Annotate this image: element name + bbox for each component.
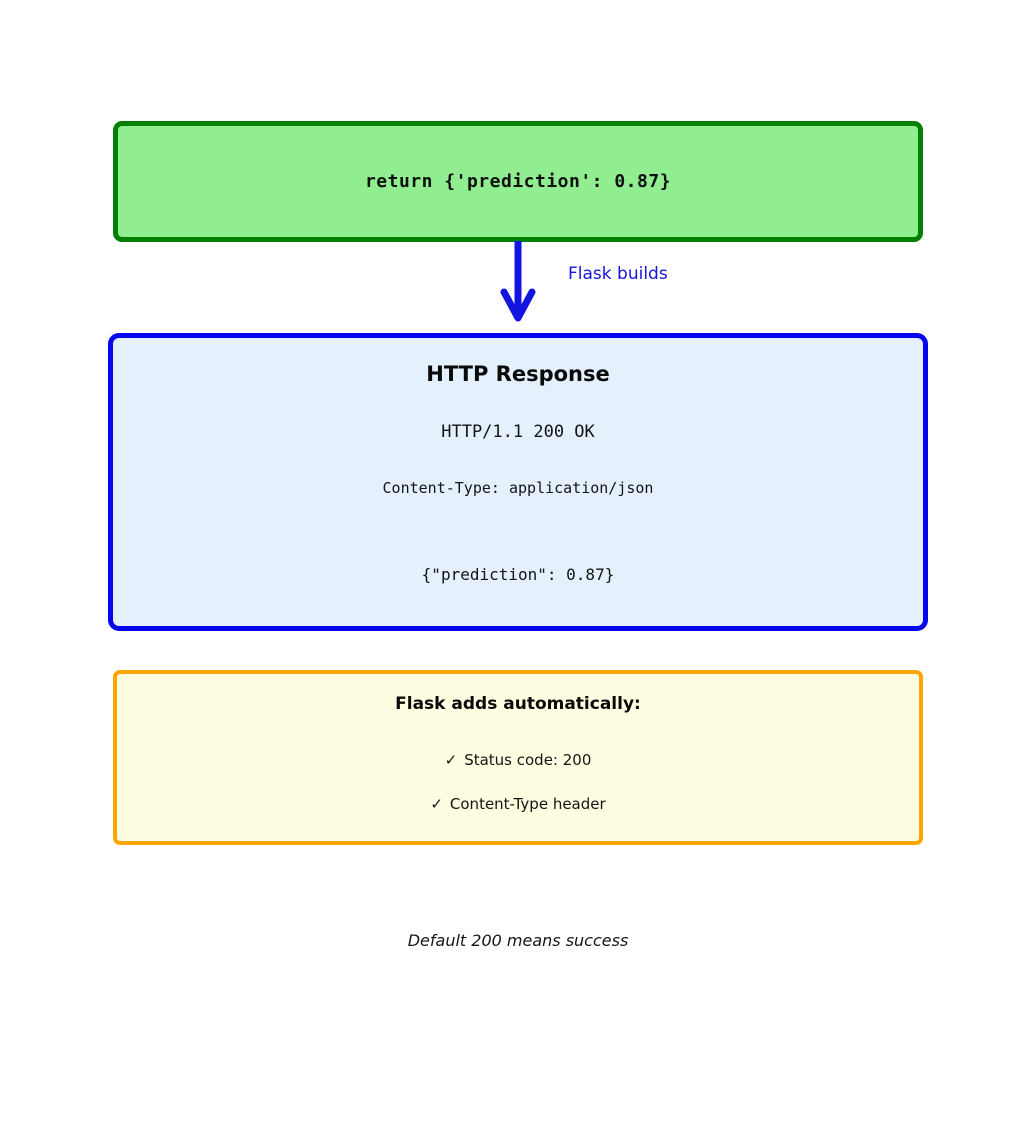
flask-auto-title: Flask adds automatically: [395, 694, 641, 714]
auto-item-status: ✓ Status code: 200 [117, 751, 919, 769]
code-return-box: return {'prediction': 0.87} [113, 121, 923, 242]
auto-item-content-type-text: Content-Type header [449, 795, 606, 813]
auto-item-status-text: Status code: 200 [464, 751, 592, 769]
http-response-box: HTTP Response HTTP/1.1 200 OK Content-Ty… [108, 333, 928, 631]
footnote-text: Default 200 means success [407, 931, 629, 950]
checkmark-icon: ✓ [430, 795, 443, 813]
code-return-text: return {'prediction': 0.87} [364, 171, 672, 192]
auto-item-content-type: ✓ Content-Type header [117, 795, 919, 813]
http-status-line: HTTP/1.1 200 OK [441, 422, 595, 442]
http-response-title: HTTP Response [426, 362, 610, 386]
arrow-label: Flask builds [568, 264, 668, 284]
content-type-line: Content-Type: application/json [382, 479, 654, 497]
response-body-line: {"prediction": 0.87} [421, 565, 615, 584]
down-arrow-icon [500, 241, 536, 322]
flask-auto-box: Flask adds automatically: ✓ Status code: … [113, 670, 923, 845]
checkmark-icon: ✓ [444, 751, 458, 769]
